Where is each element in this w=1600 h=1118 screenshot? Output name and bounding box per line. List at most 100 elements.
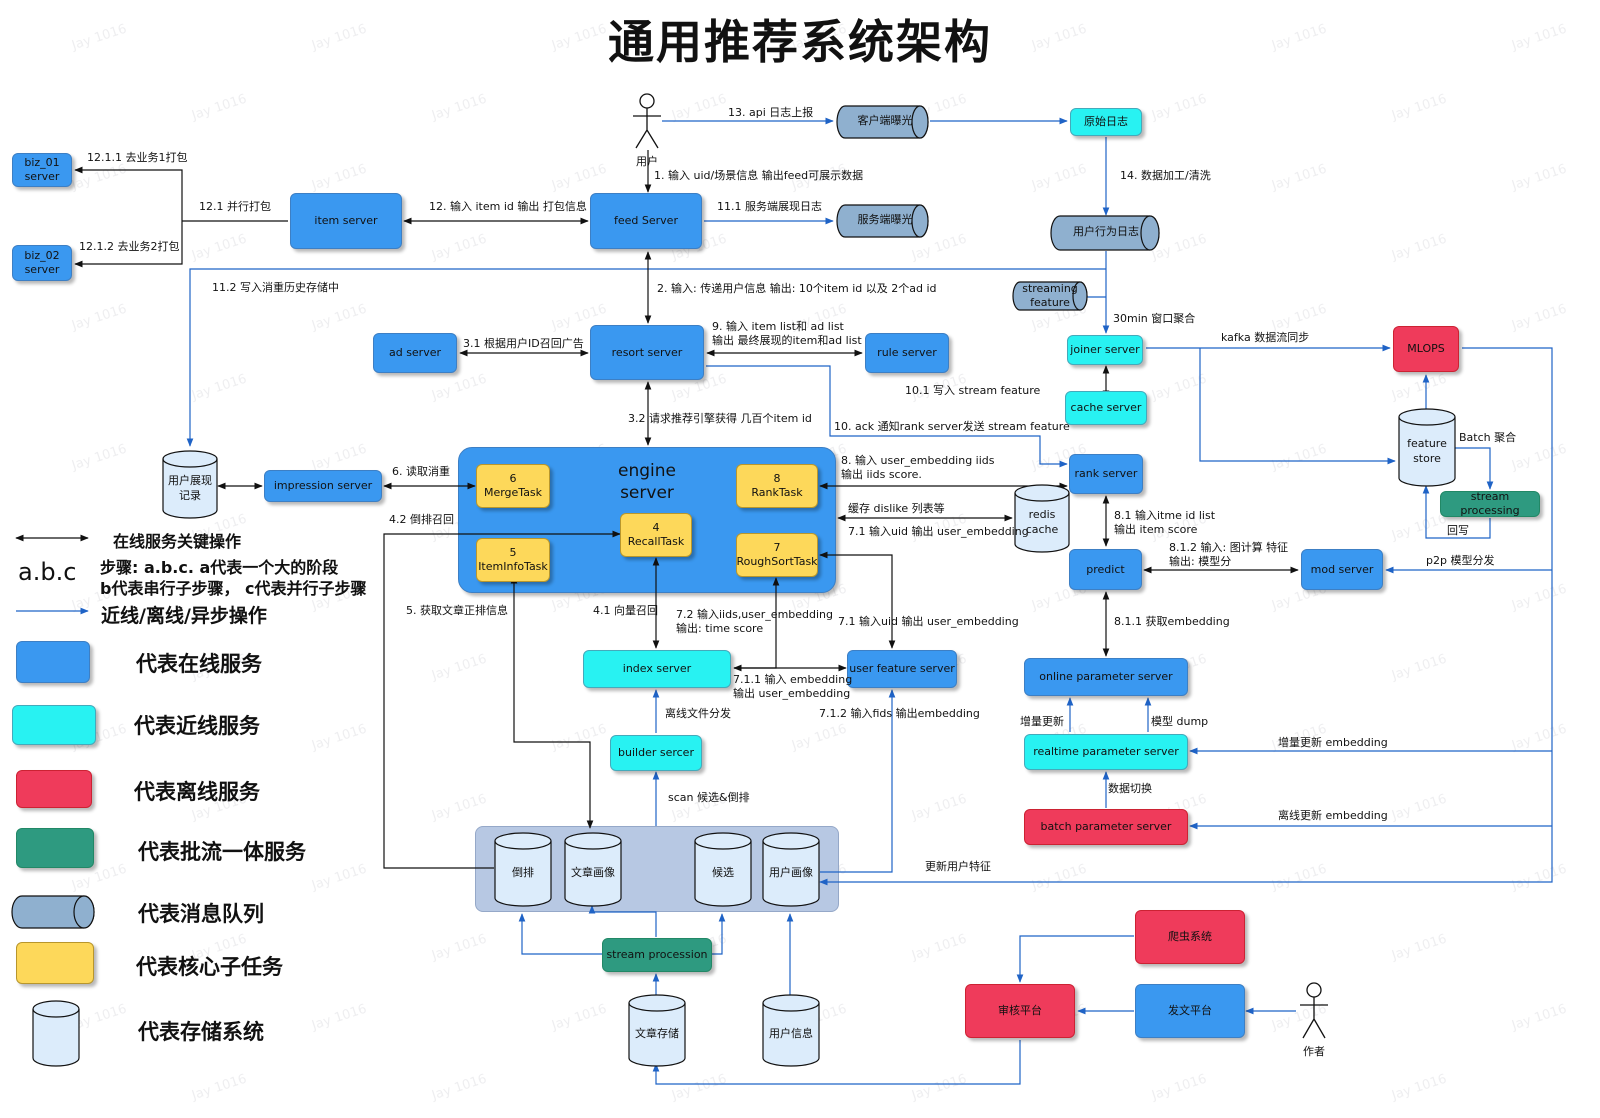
edge-stream-procession-2 xyxy=(588,905,657,937)
label-e30: 30min 窗口聚合 xyxy=(1113,312,1196,325)
label-p2p: p2p 模型分发 xyxy=(1426,554,1495,567)
queue-server-exposure xyxy=(836,204,929,238)
label-e11-1: 11.1 服务端展现日志 xyxy=(717,200,822,213)
raw-log: 原始日志 xyxy=(1070,108,1142,136)
edge-joiner-featurestore xyxy=(1199,348,1396,465)
label-e9: 9. 输入 item list和 ad list 输出 最终展现的item和ad… xyxy=(712,320,862,348)
iteminfo-task: 5 ItemInfoTask xyxy=(476,538,550,582)
queue-server-exposure-label: 服务端曝光 xyxy=(857,213,913,226)
label-scan: scan 候选&倒排 xyxy=(668,791,750,804)
mod-server: mod server xyxy=(1301,549,1383,590)
edge-10 xyxy=(706,365,1068,468)
label-e7-1a: 7.1 输入uid 输出 user_embedding xyxy=(848,525,1029,538)
label-e3-2: 3.2 请求推荐引擎获得 几百个item id xyxy=(628,412,812,425)
queue-user-behavior-log xyxy=(1050,215,1160,251)
roughsort-task: 7 RoughSortTask xyxy=(736,533,818,577)
rule-server: rule server xyxy=(865,333,949,373)
stream-procession: stream procession xyxy=(602,938,712,972)
label-update-user-feat: 更新用户特征 xyxy=(925,860,991,873)
publish-platform: 发文平台 xyxy=(1135,984,1245,1038)
biz01-server: biz_01 server xyxy=(12,153,72,187)
label-e5: 5. 获取文章正排信息 xyxy=(406,604,508,617)
label-e4-2: 4.2 倒排召回 xyxy=(389,513,454,526)
storage-user-profile-label: 用户画像 xyxy=(769,866,813,879)
label-e12: 12. 输入 item id 输出 打包信息 xyxy=(429,200,587,213)
label-e8-1: 8.1 输入itme id list 输出 item score xyxy=(1114,509,1216,537)
label-e12-1: 12.1 并行打包 xyxy=(199,200,271,213)
label-e13: 13. api 日志上报 xyxy=(728,106,814,119)
user-feature-server: user feature server xyxy=(847,650,957,688)
label-writeback: 回写 xyxy=(1447,524,1469,537)
storage-inverted-label: 倒排 xyxy=(512,866,534,879)
joiner-server: joiner server xyxy=(1067,335,1143,365)
label-batch-agg: Batch 聚合 xyxy=(1459,431,1517,444)
storage-inverted xyxy=(494,832,552,907)
edge-7-1-2 xyxy=(820,689,896,873)
rank-task: 8 RankTask xyxy=(736,464,818,508)
merge-task: 6 MergeTask xyxy=(476,464,550,508)
legend-nearline-swatch xyxy=(12,705,96,745)
label-e7-1-1: 7.1.1 输入 embedding 输出 user_embedding xyxy=(733,673,853,701)
label-e7-1-2: 7.1.2 输入fids 输出embedding xyxy=(819,707,980,720)
legend-batch-stream-label: 代表批流一体服务 xyxy=(138,840,306,864)
label-e7-2: 7.2 输入iids,user_embedding 输出: time score xyxy=(676,608,834,636)
legend-storage-icon xyxy=(32,1000,80,1067)
label-e11-2: 11.2 写入消重历史存储中 xyxy=(212,281,339,294)
label-offline-emb: 离线更新 embedding xyxy=(1278,809,1388,822)
item-server: item server xyxy=(290,193,402,249)
edge-mlops-bus xyxy=(819,347,1553,886)
label-data-switch: 数据切换 xyxy=(1108,782,1152,795)
storage-article xyxy=(628,994,686,1067)
user-display-record-label: 用户展现 记录 xyxy=(168,474,212,502)
queue-streaming-feature-label: streaming feature xyxy=(1022,282,1078,309)
legend-sync-label: 在线服务关键操作 xyxy=(113,532,242,551)
edge-writeback xyxy=(1422,485,1491,539)
legend-offline-label: 代表离线服务 xyxy=(134,780,260,804)
label-incr-emb: 增量更新 embedding xyxy=(1278,736,1388,749)
label-kafka: kafka 数据流同步 xyxy=(1221,331,1310,344)
impression-server: impression server xyxy=(264,470,382,502)
edge-11-2 xyxy=(186,268,1106,447)
storage-article-profile-label: 文章画像 xyxy=(571,866,615,879)
index-server: index server xyxy=(583,650,731,688)
legend-online-label: 代表在线服务 xyxy=(136,652,262,676)
edge-12-1-1 xyxy=(74,166,183,221)
batch-parameter-server: batch parameter server xyxy=(1024,809,1188,845)
ad-server: ad server xyxy=(373,333,457,373)
queue-user-behavior-log-label: 用户行为日志 xyxy=(1073,225,1139,238)
biz02-server: biz_02 server xyxy=(12,245,72,281)
feed-server: feed Server xyxy=(590,193,702,249)
edge-review-storage xyxy=(652,1040,1021,1085)
label-e10: 10. ack 通知rank server发送 stream feature xyxy=(834,420,1070,433)
label-model-dump: 模型 dump xyxy=(1151,715,1209,728)
storage-article-label: 文章存储 xyxy=(635,1027,679,1040)
storage-user-profile xyxy=(762,832,820,907)
label-dislike: 缓存 dislike 列表等 xyxy=(848,502,945,515)
edge-5 xyxy=(510,575,594,829)
page-title: 通用推荐系统架构 xyxy=(608,15,992,69)
storage-candidate-label: 候选 xyxy=(712,866,734,879)
storage-candidate xyxy=(694,832,752,907)
label-e4-1: 4.1 向量召回 xyxy=(593,604,658,617)
edge-batch-agg xyxy=(1455,447,1494,490)
legend-nearline-label: 代表近线服务 xyxy=(134,714,260,738)
redis-cache-label: redis cache xyxy=(1025,508,1059,536)
queue-client-exposure-label: 客户端曝光 xyxy=(857,114,913,127)
label-e14: 14. 数据加工/清洗 xyxy=(1120,169,1211,182)
user-actor-label: 用户 xyxy=(636,155,658,168)
edge-12-1-2 xyxy=(74,221,183,268)
feature-store xyxy=(1398,408,1456,487)
label-e3-1: 3.1 根据用户ID召回广告 xyxy=(463,337,584,350)
online-parameter-server: online parameter server xyxy=(1024,658,1188,696)
realtime-parameter-server: realtime parameter server xyxy=(1024,734,1188,770)
legend-async-label: 近线/离线/异步操作 xyxy=(101,605,267,627)
label-e6: 6. 读取消重 xyxy=(392,465,450,478)
edge-stream-procession-1 xyxy=(518,913,602,955)
storage-user-info xyxy=(762,994,820,1067)
queue-streaming-feature xyxy=(1012,281,1088,311)
legend-storage-label: 代表存储系统 xyxy=(138,1020,264,1044)
author-actor xyxy=(1300,982,1328,1039)
legend-core-task-label: 代表核心子任务 xyxy=(136,955,283,979)
cache-server: cache server xyxy=(1065,391,1147,425)
